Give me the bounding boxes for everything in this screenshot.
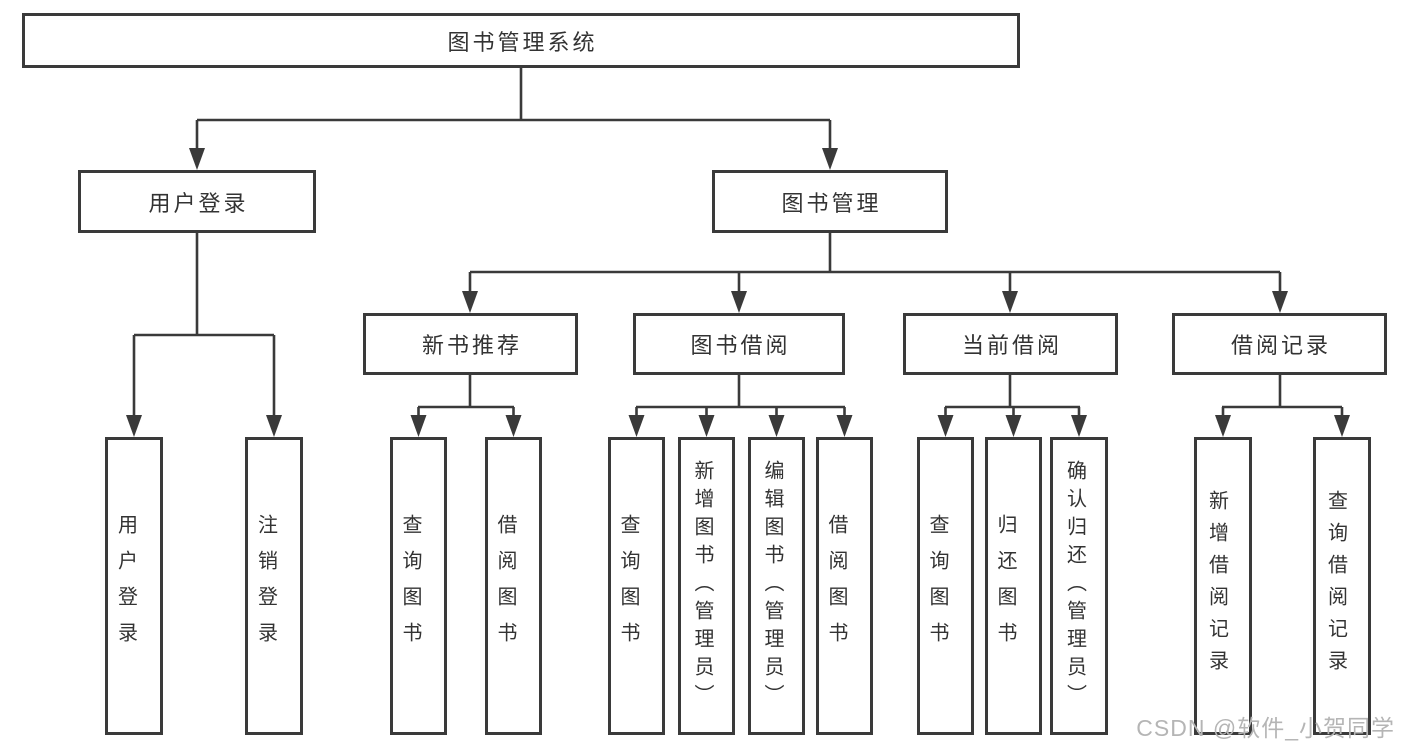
arrowhead bbox=[462, 291, 478, 313]
leaf-recommend-borrow-books: 借阅图书 bbox=[485, 437, 542, 735]
arrowhead bbox=[822, 148, 838, 170]
node-label: 新增图书（管理员） bbox=[691, 460, 713, 712]
arrowhead bbox=[1215, 415, 1231, 437]
leaf-current-confirm-return-admin: 确认归还（管理员） bbox=[1050, 437, 1108, 735]
arrowhead bbox=[1334, 415, 1350, 437]
arrowhead bbox=[698, 415, 715, 437]
node-label: 查询借阅记录 bbox=[1324, 490, 1347, 682]
leaf-borrowing-add-books-admin: 新增图书（管理员） bbox=[678, 437, 735, 735]
node-new-book-recommendation: 新书推荐 bbox=[363, 313, 578, 375]
node-label: 归还图书 bbox=[994, 514, 1016, 658]
arrowhead bbox=[189, 148, 205, 170]
node-system-root: 图书管理系统 bbox=[22, 13, 1020, 68]
leaf-borrowing-edit-books-admin: 编辑图书（管理员） bbox=[748, 437, 805, 735]
node-current-borrowing: 当前借阅 bbox=[903, 313, 1118, 375]
leaf-user-login: 用户登录 bbox=[105, 437, 163, 735]
node-label: 图书管理系统 bbox=[447, 29, 598, 55]
node-label: 借阅图书 bbox=[494, 514, 516, 658]
node-label: 借阅图书 bbox=[825, 514, 847, 658]
csdn-watermark: CSDN @软件_小贺同学 bbox=[1136, 715, 1395, 741]
node-label: 新书推荐 bbox=[421, 333, 522, 358]
node-book-borrowing: 图书借阅 bbox=[633, 313, 845, 375]
arrowhead bbox=[126, 415, 142, 437]
arrowhead bbox=[1005, 415, 1022, 437]
arrowhead bbox=[266, 415, 282, 437]
node-label: 图书借阅 bbox=[690, 333, 791, 358]
arrowhead bbox=[1272, 291, 1288, 313]
node-label: 当前借阅 bbox=[961, 333, 1062, 358]
node-label: 查询图书 bbox=[926, 514, 948, 658]
node-label: 图书管理 bbox=[781, 190, 882, 216]
node-label: 用户登录 bbox=[114, 514, 137, 658]
arrowhead bbox=[628, 415, 645, 437]
leaf-records-add-record: 新增借阅记录 bbox=[1194, 437, 1252, 735]
node-label: 注销登录 bbox=[254, 514, 277, 658]
leaf-logout: 注销登录 bbox=[245, 437, 303, 735]
arrowhead bbox=[768, 415, 785, 437]
arrowhead bbox=[1002, 291, 1018, 313]
node-label: 查询图书 bbox=[617, 514, 639, 658]
node-user-login: 用户登录 bbox=[78, 170, 316, 233]
node-label: 确认归还（管理员） bbox=[1063, 460, 1086, 712]
arrowhead bbox=[836, 415, 853, 437]
node-label: 编辑图书（管理员） bbox=[761, 460, 783, 712]
leaf-borrowing-borrow-books: 借阅图书 bbox=[816, 437, 873, 735]
node-label: 用户登录 bbox=[148, 190, 249, 216]
tree-edges bbox=[132, 68, 1344, 418]
leaf-records-query-record: 查询借阅记录 bbox=[1313, 437, 1371, 735]
node-label: 新增借阅记录 bbox=[1205, 490, 1228, 682]
arrowhead bbox=[1071, 415, 1087, 437]
leaf-current-query-books: 查询图书 bbox=[917, 437, 974, 735]
node-borrowing-records: 借阅记录 bbox=[1172, 313, 1387, 375]
leaf-current-return-books: 归还图书 bbox=[985, 437, 1042, 735]
leaf-borrowing-query-books: 查询图书 bbox=[608, 437, 665, 735]
node-label: 查询图书 bbox=[399, 514, 421, 658]
node-book-management: 图书管理 bbox=[712, 170, 948, 233]
node-label: 借阅记录 bbox=[1230, 333, 1331, 358]
arrowhead bbox=[505, 415, 522, 437]
arrowhead bbox=[731, 291, 747, 313]
arrowhead bbox=[410, 415, 427, 437]
leaf-recommend-query-books: 查询图书 bbox=[390, 437, 447, 735]
arrowhead bbox=[937, 415, 954, 437]
